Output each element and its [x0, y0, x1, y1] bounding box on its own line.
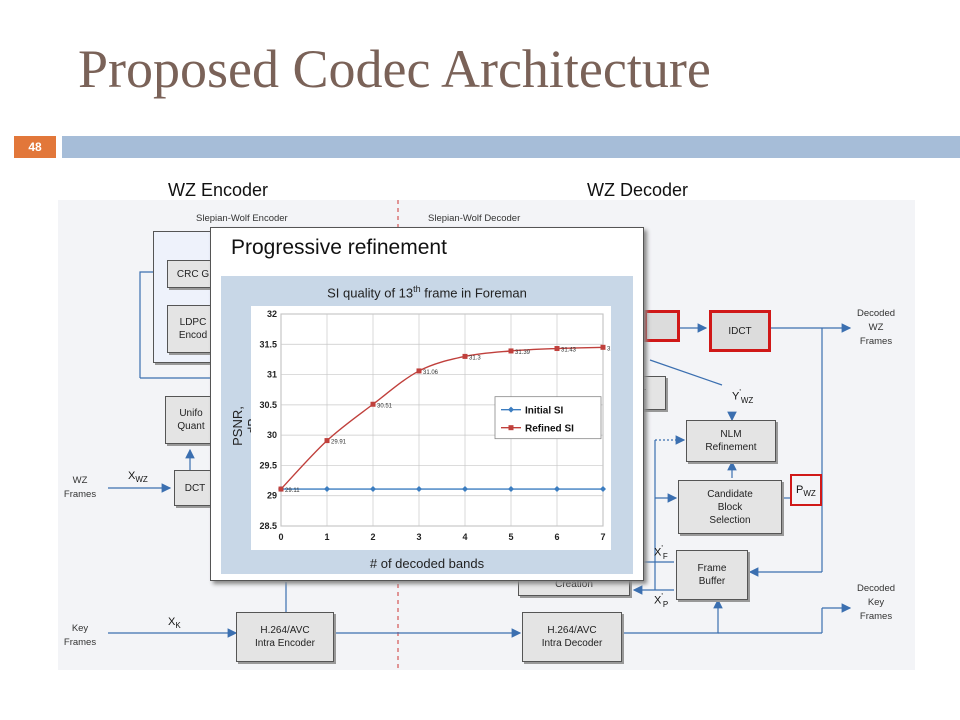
- chart-y-tick-label: 30: [267, 430, 277, 440]
- x-f-signal-label: X'F: [654, 544, 668, 561]
- nlm-refinement-block: NLM Refinement: [686, 420, 776, 462]
- data-point-refined-si: [554, 346, 560, 352]
- frame-buffer-block: Frame Buffer: [676, 550, 748, 600]
- data-point-initial-si: [370, 486, 376, 493]
- x-p-signal-label: X'P: [654, 592, 669, 609]
- chart-x-tick-label: 5: [508, 532, 513, 542]
- h264-intra-decoder-block: H.264/AVC Intra Decoder: [522, 612, 622, 662]
- decoded-key-frames-label: Decoded Key Frames: [856, 583, 896, 622]
- chart-y-tick-label: 30.5: [259, 400, 277, 410]
- progressive-refinement-popup: Progressive refinement SI quality of 13t…: [210, 227, 644, 581]
- data-point-initial-si: [600, 486, 606, 493]
- candidate-block-selection-block: Candidate Block Selection: [678, 480, 782, 534]
- data-label: 29.11: [285, 488, 300, 494]
- title-divider-bar: [62, 136, 960, 158]
- chart-x-tick-label: 6: [554, 532, 559, 542]
- popup-title: Progressive refinement: [231, 236, 447, 259]
- data-point-initial-si: [554, 486, 560, 493]
- chart-x-tick-label: 4: [462, 532, 467, 542]
- chart-y-tick-label: 32: [267, 309, 277, 319]
- wz-encoder-heading: WZ Encoder: [168, 180, 269, 200]
- data-label: 29.91: [331, 440, 347, 446]
- dct-block: DCT: [174, 470, 216, 506]
- data-point-initial-si: [324, 486, 330, 493]
- chart-background: SI quality of 13th frame in Foreman PSNR…: [221, 276, 633, 574]
- decoder-highlight-block: [644, 310, 680, 342]
- chart-x-tick-label: 3: [416, 532, 421, 542]
- data-point-refined-si: [278, 486, 284, 492]
- wz-frames-label: WZ Frames: [63, 475, 97, 500]
- p-wz-signal-label: PWZ: [790, 474, 822, 506]
- uniform-quantizer-block: Unifo Quant: [165, 396, 217, 444]
- decoded-wz-frames-label: Decoded WZ Frames: [856, 308, 896, 347]
- data-point-refined-si: [600, 344, 606, 350]
- data-label: 31.45: [607, 346, 611, 352]
- data-label: 31.39: [515, 350, 531, 356]
- data-point-refined-si: [416, 368, 422, 374]
- data-label: 31.43: [561, 348, 577, 354]
- slide-title: Proposed Codec Architecture: [78, 39, 711, 99]
- data-label: 31.3: [469, 355, 481, 361]
- chart-x-tick-label: 1: [324, 532, 329, 542]
- h264-intra-encoder-block: H.264/AVC Intra Encoder: [236, 612, 334, 662]
- data-label: 31.06: [423, 370, 439, 376]
- data-point-refined-si: [370, 401, 376, 407]
- y-wz-signal-label: Y'WZ: [732, 388, 754, 405]
- chart-x-tick-label: 0: [278, 532, 283, 542]
- chart-x-axis-label: # of decoded bands: [369, 556, 485, 571]
- chart-y-tick-label: 28.5: [259, 521, 277, 531]
- data-point-refined-si: [324, 438, 330, 444]
- chart-y-tick-label: 29: [267, 491, 277, 501]
- slide-number: 48: [14, 136, 56, 158]
- chart-y-tick-label: 31.5: [259, 339, 277, 349]
- data-point-refined-si: [508, 348, 514, 354]
- chart-y-tick-label: 29.5: [259, 460, 277, 470]
- legend-marker-diamond: [508, 406, 514, 413]
- data-point-initial-si: [508, 486, 514, 493]
- chart-x-tick-label: 2: [370, 532, 375, 542]
- slepian-wolf-decoder-label: Slepian-Wolf Decoder: [428, 213, 521, 224]
- chart-legend-box: [494, 396, 602, 440]
- data-point-refined-si: [462, 353, 468, 359]
- chart-title: SI quality of 13th frame in Foreman: [327, 284, 527, 301]
- legend-entry: Refined SI: [525, 424, 574, 435]
- chart-y-tick-label: 31: [267, 370, 277, 380]
- slepian-wolf-encoder-label: Slepian-Wolf Encoder: [196, 213, 288, 224]
- wz-decoder-heading: WZ Decoder: [587, 180, 689, 200]
- data-point-initial-si: [462, 486, 468, 493]
- psnr-line-chart: 28.5 29 29.5 30 30.5 31 31.5 32 0 1 2 3 4 5 6 7 29.11 29.…: [251, 306, 611, 550]
- data-label: 30.51: [377, 403, 393, 409]
- data-point-initial-si: [416, 486, 422, 493]
- key-frames-label: Key Frames: [63, 623, 97, 648]
- legend-entry: Initial SI: [525, 406, 564, 417]
- legend-marker-square: [508, 425, 514, 431]
- chart-x-tick-label: 7: [600, 532, 605, 542]
- idct-block: IDCT: [709, 310, 771, 352]
- x-wz-signal-label: XWZ: [128, 470, 148, 485]
- x-k-signal-label: XK: [168, 616, 181, 631]
